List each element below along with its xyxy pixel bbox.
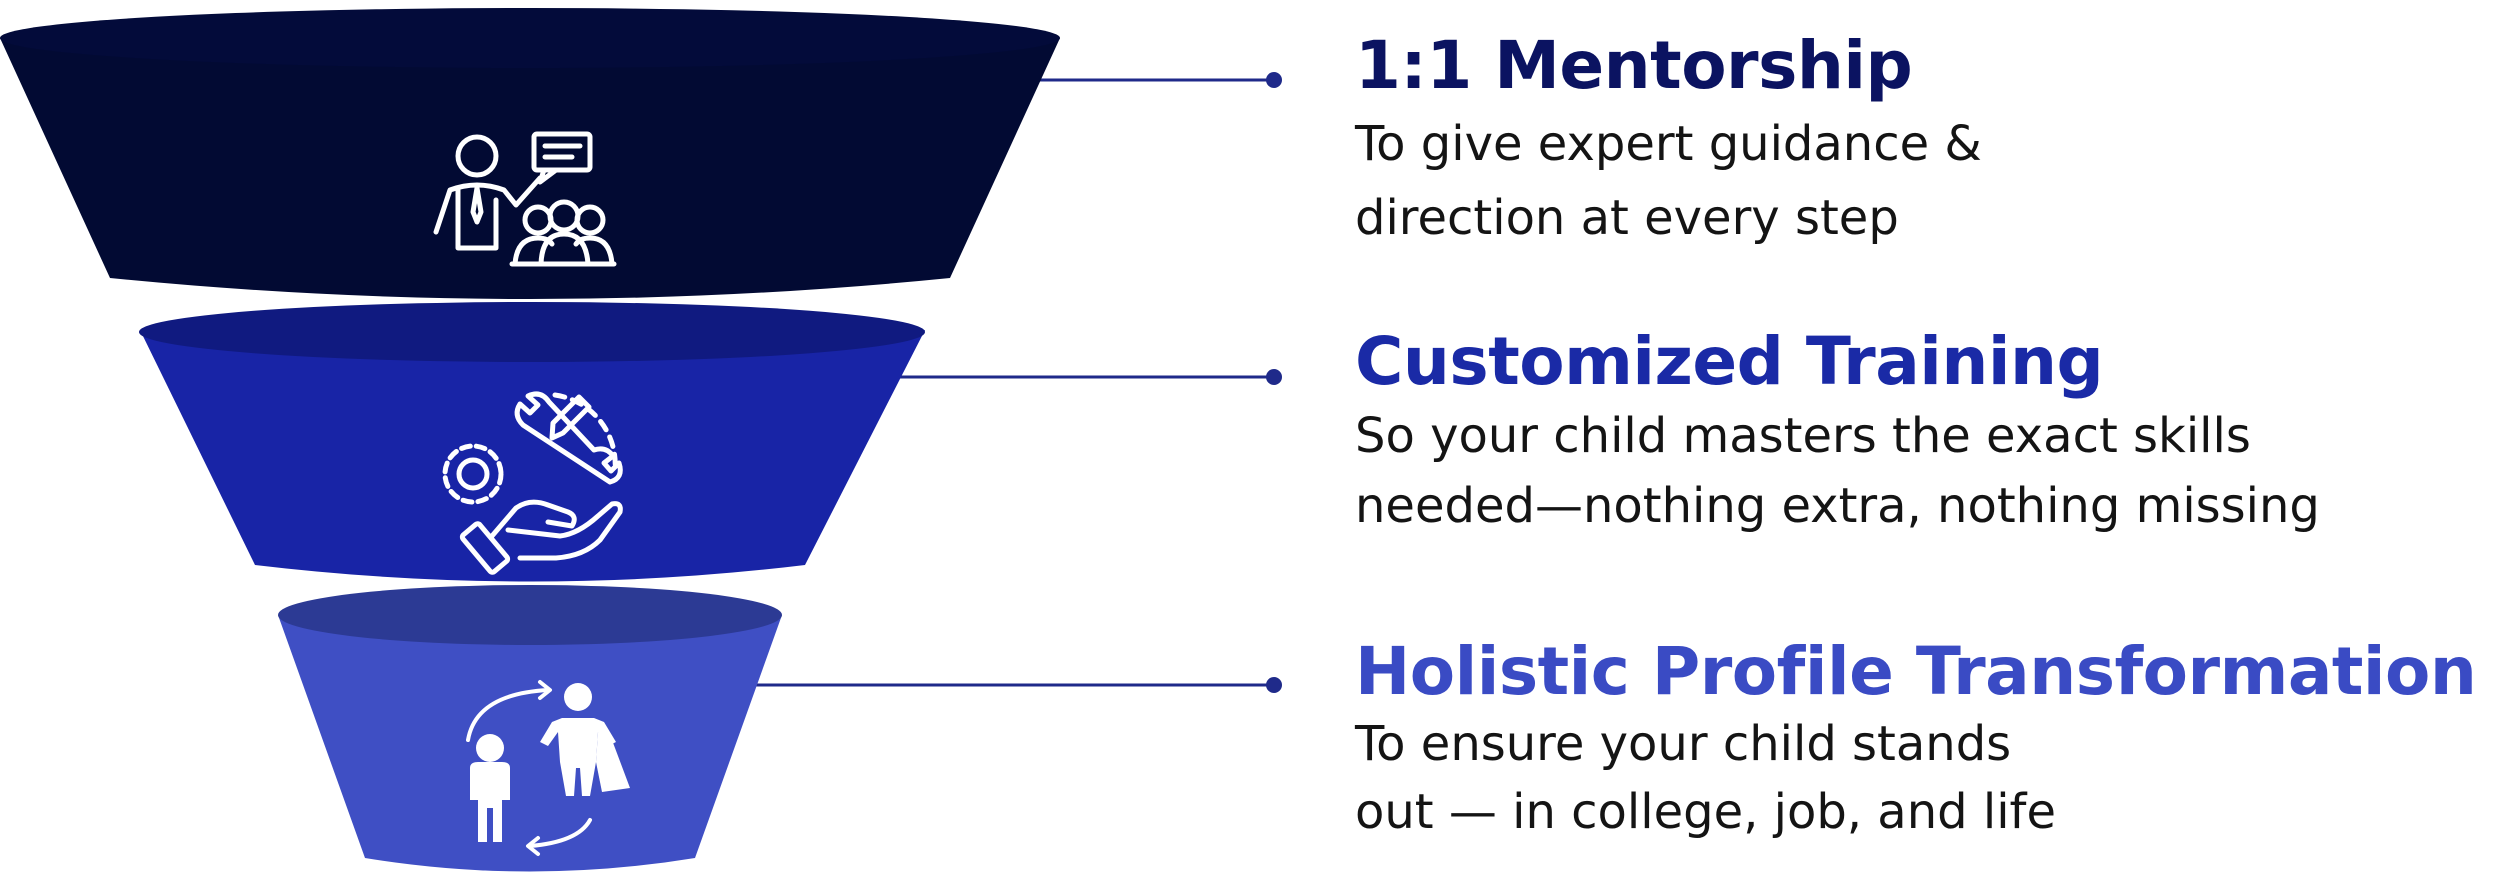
- tier-1-desc-line-2: direction at every step: [1355, 190, 1899, 246]
- mentor-presentation-icon: [433, 131, 617, 267]
- connector-3: [750, 677, 1282, 693]
- funnel-tier-3: [278, 585, 782, 872]
- tier-3-desc-line-1: To ensure your child stands: [1355, 716, 2012, 772]
- tier-2-title: Customized Training: [1355, 323, 2104, 400]
- tier-1-text: 1:1 Mentorship To give expert guidance &…: [1355, 26, 2495, 254]
- tier-3-title: Holistic Profile Transformation: [1355, 633, 2477, 710]
- gear-tools-hand-icon: [442, 391, 623, 575]
- tier-2-text: Customized Training So your child master…: [1355, 322, 2495, 542]
- funnel-diagram: [0, 8, 1282, 872]
- tier-1-desc-line-1: To give expert guidance &: [1355, 116, 1982, 172]
- tier-1-title: 1:1 Mentorship: [1355, 27, 1913, 104]
- tier-3-text: Holistic Profile Transformation To ensur…: [1355, 632, 2495, 848]
- tier-2-desc-line-1: So your child masters the exact skills: [1355, 408, 2251, 464]
- funnel-tier-1: [0, 8, 1060, 299]
- funnel-tier-2: [139, 302, 925, 582]
- tier-3-desc-line-2: out — in college, job, and life: [1355, 784, 2056, 840]
- connector-2: [900, 369, 1282, 385]
- person-transformation-icon: [466, 680, 630, 856]
- tier-2-desc-line-2: needed—nothing extra, nothing missing: [1355, 478, 2320, 534]
